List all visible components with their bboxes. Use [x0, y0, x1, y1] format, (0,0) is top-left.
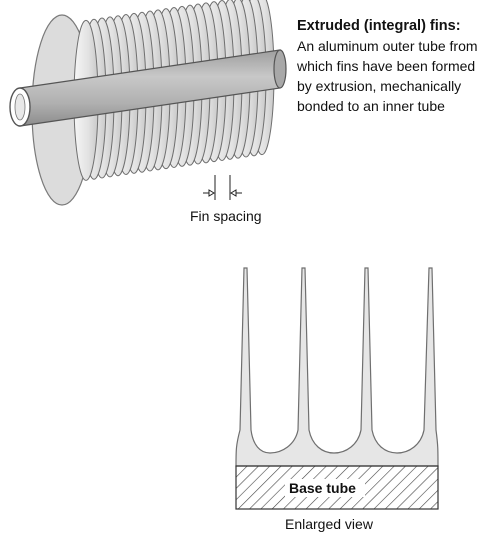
- fin-spacing-dimension: [203, 175, 242, 200]
- description-line-3: by extrusion, mechanically: [297, 78, 461, 94]
- description-title: Extruded (integral) fins:: [297, 18, 461, 34]
- description-line-2: which fins have been formed: [296, 58, 475, 74]
- inner-tube-bore: [14, 93, 26, 121]
- fin-spacing-label: Fin spacing: [190, 208, 262, 224]
- description-block: Extruded (integral) fins: An aluminum ou…: [296, 18, 478, 114]
- inner-tube-end-right: [273, 49, 287, 89]
- description-line-4: bonded to an inner tube: [297, 98, 445, 114]
- base-tube-label: Base tube: [289, 480, 356, 496]
- base-tube-label-bg: [285, 479, 365, 497]
- enlarged-fin-profile: [235, 267, 439, 467]
- enlarged-view: Base tube: [235, 267, 439, 510]
- finned-tube-illustration: [9, 0, 287, 206]
- description-line-1: An aluminum outer tube from: [297, 38, 478, 54]
- enlarged-view-label: Enlarged view: [285, 516, 374, 532]
